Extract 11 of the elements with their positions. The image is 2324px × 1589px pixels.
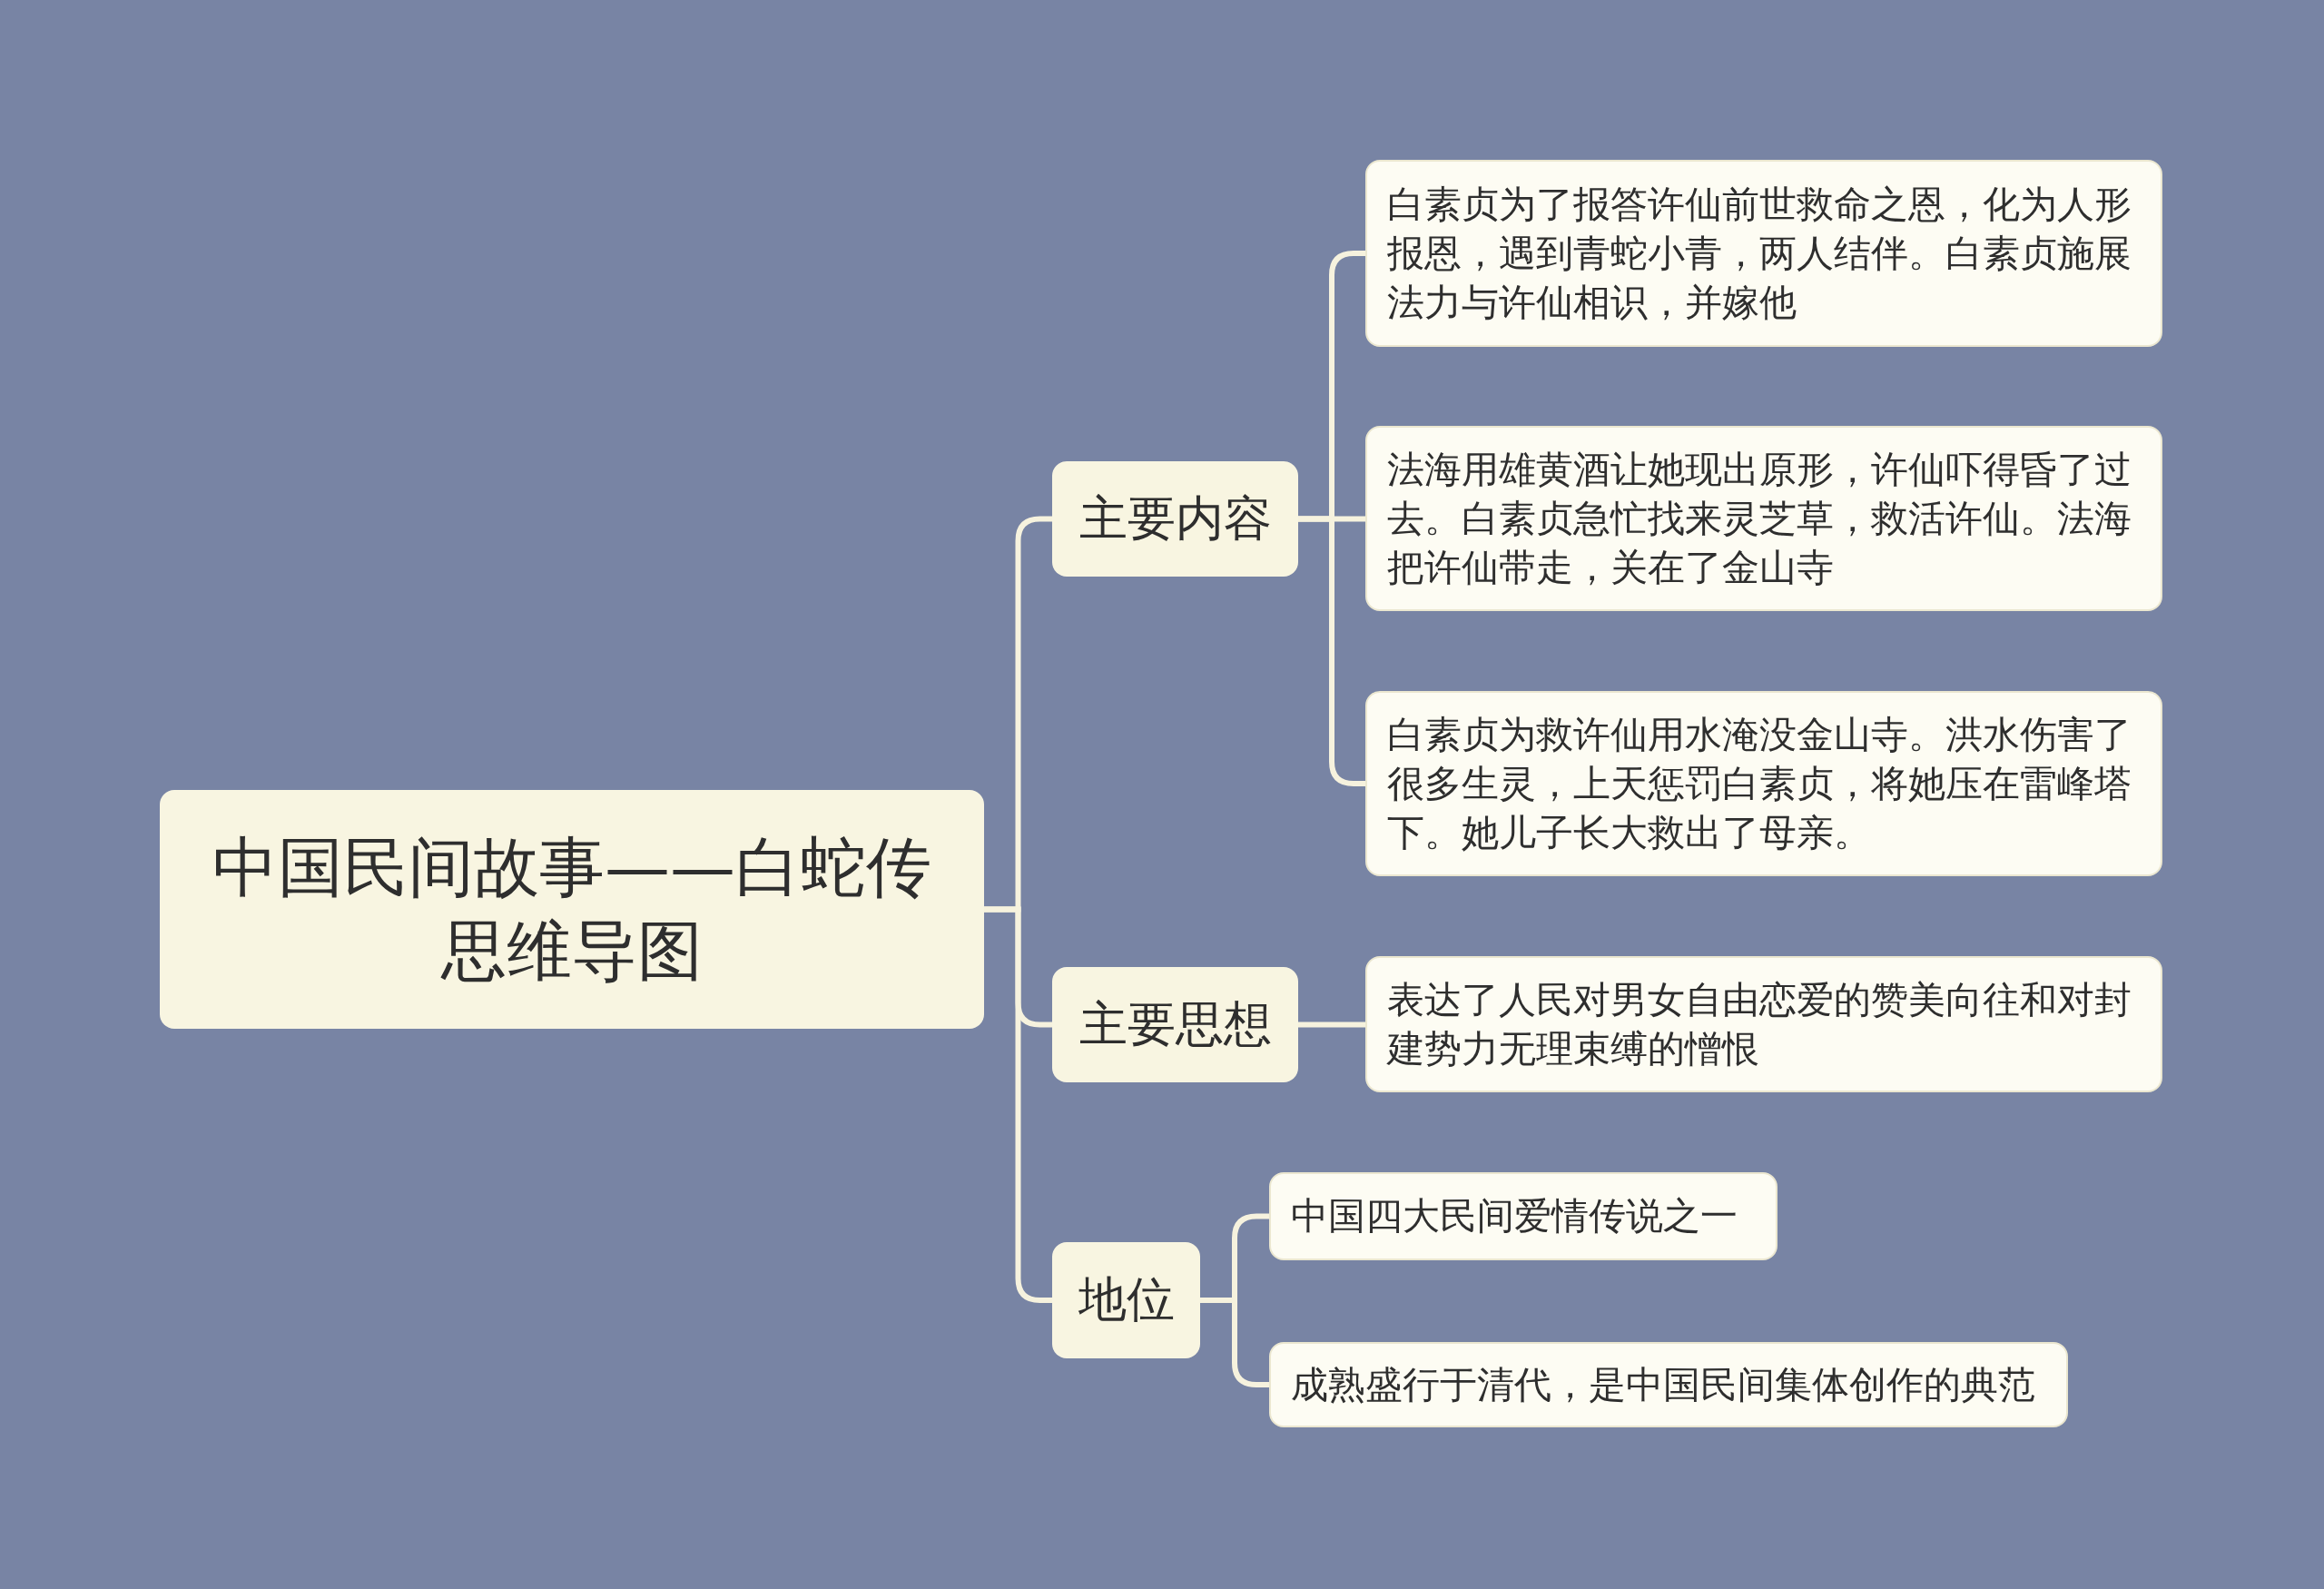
text-box: 中国四大民间爱情传说之一 <box>1269 1172 1777 1260</box>
topic-box: 主要内容 <box>1052 461 1298 577</box>
text-box: 白素贞为了报答许仙前世救命之恩，化为人形报恩，遇到青蛇小青，两人结伴。白素贞施展法力与许仙相识，并嫁他 <box>1365 160 2162 347</box>
text-box: 表达了人民对男女自由恋爱的赞美向往和对封建势力无理束缚的憎恨 <box>1365 956 2162 1092</box>
topic-box: 地位 <box>1052 1242 1200 1358</box>
connector-line <box>1298 1022 1365 1028</box>
topic-box: 主要思想 <box>1052 967 1298 1082</box>
central-topic-box: 中国民间故事——白蛇传思维导图 <box>160 790 984 1029</box>
text-box: 成熟盛行于清代，是中国民间集体创作的典范 <box>1269 1342 2068 1427</box>
text-box: 法海用雄黄酒让她现出原形，许仙吓得昏了过去。白素贞急忙找来灵芝草，救活许仙。法海把许仙带走，关在了金山寺 <box>1365 426 2162 611</box>
text-box: 白素贞为救许仙用水淹没金山寺。洪水伤害了很多生灵，上天惩罚白素贞，将她压在雷峰塔下。她儿子长大救出了母亲。 <box>1365 691 2162 876</box>
